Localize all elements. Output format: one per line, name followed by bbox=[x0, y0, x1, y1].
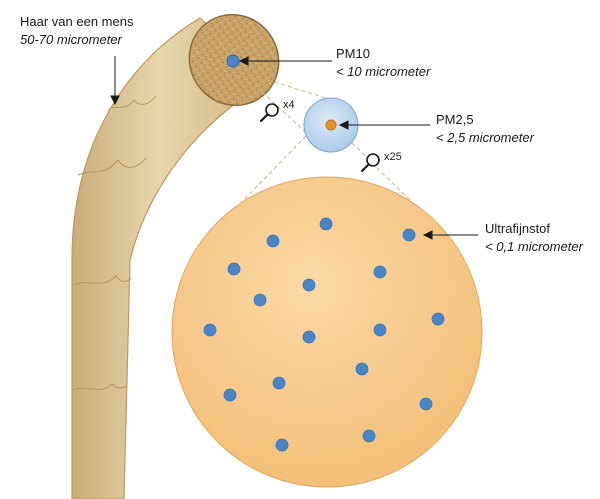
ultrafine-size: < 0,1 micrometer bbox=[485, 239, 584, 254]
ultrafine-particle bbox=[373, 265, 387, 279]
hair-size: 50-70 micrometer bbox=[20, 32, 123, 47]
ultrafine-particle bbox=[431, 312, 445, 326]
ultrafine-particles bbox=[203, 217, 445, 452]
ultrafine-particle bbox=[362, 429, 376, 443]
pm25-size: < 2,5 micrometer bbox=[436, 130, 535, 145]
hair-strand bbox=[71, 17, 270, 499]
zoom-large-label: x25 bbox=[384, 151, 402, 163]
pm10-particle bbox=[226, 54, 240, 68]
ultrafine-particle bbox=[275, 438, 289, 452]
ultrafine-title: Ultrafijnstof bbox=[485, 221, 550, 236]
zoom-small-label: x4 bbox=[283, 99, 295, 111]
ultrafine-particle bbox=[355, 362, 369, 376]
ultrafine-particle bbox=[319, 217, 333, 231]
magnifier-icon bbox=[360, 153, 380, 173]
magnifier-icon bbox=[259, 103, 279, 123]
ultrafine-particle bbox=[302, 330, 316, 344]
pm25-title: PM2,5 bbox=[436, 112, 474, 127]
pm10-size: < 10 micrometer bbox=[336, 64, 431, 79]
ultrafine-particle bbox=[419, 397, 433, 411]
ultrafine-particle bbox=[373, 323, 387, 337]
ultrafine-particle bbox=[302, 278, 316, 292]
pm10-title: PM10 bbox=[336, 46, 370, 61]
ultrafine-particle bbox=[203, 323, 217, 337]
ultrafine-particle bbox=[272, 376, 286, 390]
pm25-particle bbox=[325, 119, 337, 131]
zoom-guide-lines-small bbox=[261, 79, 333, 139]
ultrafine-particle bbox=[253, 293, 267, 307]
callout-arrows bbox=[110, 56, 478, 240]
ultrafine-disc bbox=[171, 176, 483, 488]
ultrafine-particle bbox=[227, 262, 241, 276]
ultrafine-particle bbox=[223, 388, 237, 402]
ultrafine-particle bbox=[402, 228, 416, 242]
hair-title: Haar van een mens bbox=[20, 14, 134, 29]
ultrafine-particle bbox=[266, 234, 280, 248]
